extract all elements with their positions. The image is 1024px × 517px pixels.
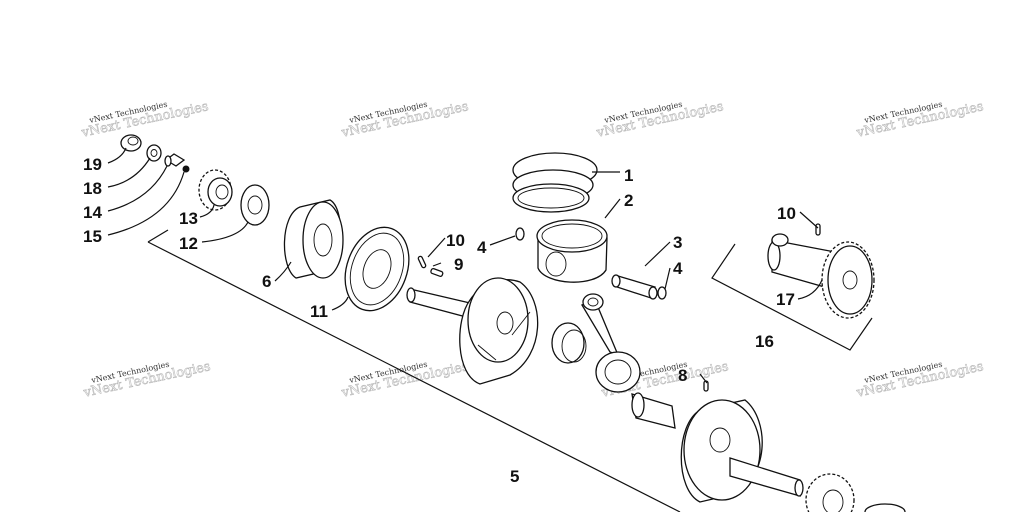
watermark: vNext Technologies vNext Technologies: [854, 359, 985, 401]
part-piston-rings-1: [512, 152, 598, 213]
part-bearing-6: [283, 199, 344, 279]
assembly-bracket-16: [711, 243, 873, 351]
part-key-9: [430, 267, 444, 277]
callout-17: 17: [776, 290, 795, 309]
part-key-10b: [815, 223, 821, 236]
part-connecting-rod: [581, 293, 641, 393]
part-key-10: [417, 255, 427, 269]
watermark: vNext Technologies vNext Technologies: [339, 99, 470, 141]
callout-12: 12: [179, 234, 198, 253]
callout-6: 6: [262, 272, 271, 291]
part-needle-bearing: [551, 322, 587, 364]
callout-2: 2: [624, 191, 633, 210]
watermark: vNext Technologies vNext Technologies: [79, 99, 210, 141]
callout-10b: 10: [777, 204, 796, 223]
callout-11: 11: [310, 302, 328, 321]
part-washer-18: [146, 144, 162, 162]
watermark: vNext Technologies vNext Technologies: [594, 99, 725, 141]
callout-4a: 4: [477, 238, 487, 257]
callout-13: 13: [179, 209, 198, 228]
watermark: vNext Technologies vNext Technologies: [339, 359, 470, 401]
callout-9: 9: [454, 255, 463, 274]
callout-3: 3: [673, 233, 682, 252]
callout-18: 18: [83, 179, 102, 198]
part-crankshaft-left: [406, 277, 539, 385]
callout-labels: 1 2 3 4 4 5 6 8 9 10 10 11 12 13 14 15 1…: [83, 155, 796, 486]
watermark: vNext Technologies vNext Technologies: [854, 99, 985, 141]
watermark: vNext Technologies vNext Technologies: [81, 359, 212, 401]
part-crank-gear: [805, 473, 906, 517]
leader-lines: [107, 147, 823, 384]
part-washer-12: [240, 184, 270, 226]
part-ball-15: [182, 165, 190, 173]
callout-8: 8: [678, 366, 687, 385]
part-piston-2: [536, 219, 608, 283]
part-balance-shaft-16: [767, 233, 875, 319]
callout-4b: 4: [673, 259, 683, 278]
part-circlip-4a: [515, 227, 525, 241]
callout-10a: 10: [446, 231, 465, 250]
callout-16: 16: [755, 332, 774, 351]
part-circlip-4b: [657, 286, 667, 300]
part-crank-pin: [631, 392, 676, 429]
callout-15: 15: [83, 227, 102, 246]
callout-14: 14: [83, 203, 102, 222]
assembly-bracket-5: [147, 229, 681, 513]
part-bolt-14: [164, 153, 186, 167]
callout-1: 1: [624, 166, 633, 185]
part-piston-pin-3: [611, 274, 658, 300]
callout-5: 5: [510, 467, 519, 486]
part-nut-19: [120, 134, 142, 152]
part-crankshaft-right: [680, 399, 804, 503]
callout-19: 19: [83, 155, 102, 174]
part-seal-11: [344, 226, 410, 312]
part-sprocket-13: [198, 169, 233, 211]
